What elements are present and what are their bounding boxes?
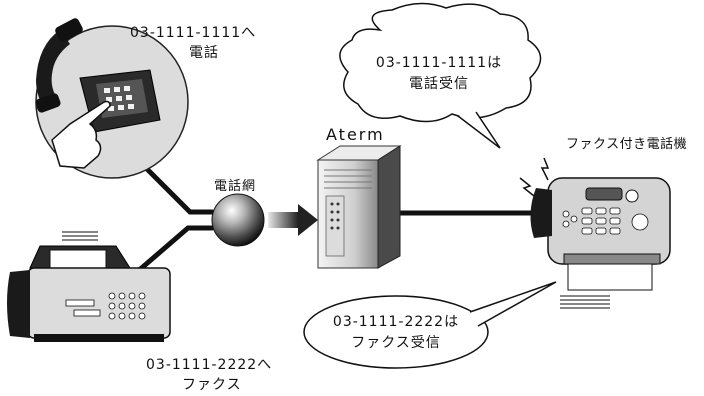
telephone-handset-icon — [35, 18, 83, 113]
phone-reception-bubble — [339, 2, 542, 149]
router-tower-icon — [316, 145, 402, 269]
fax-reception-bubble — [303, 281, 557, 369]
fax-to-network-line — [127, 225, 215, 281]
hand-icon — [51, 100, 111, 169]
phone-to-network-line — [127, 149, 215, 215]
connection-lines — [127, 149, 551, 281]
bubble-phone-line2: 電話受信 — [409, 76, 469, 92]
network-node — [211, 193, 265, 247]
fax-phone-icon — [530, 177, 671, 309]
fax-call-action-label: ファクス — [182, 377, 242, 393]
telephone-group — [35, 18, 189, 179]
bubble-fax-line2: ファクス受信 — [351, 335, 441, 351]
bubble-fax-line1: 03-1111-2222は — [332, 314, 460, 330]
arrow-right-icon — [268, 204, 318, 236]
phone-call-action-label: 電話 — [189, 45, 219, 61]
fax-call-number-label: 03-1111-2222へ — [146, 357, 273, 373]
fax-phone-device-label: ファクス付き電話機 — [566, 137, 688, 152]
fax-machine-icon — [7, 231, 171, 342]
network-globe-icon — [211, 193, 265, 247]
network-label: 電話網 — [214, 179, 257, 194]
phone-call-number-label: 03-1111-1111へ — [130, 25, 257, 41]
ring-lightning-icon — [519, 157, 550, 197]
telephone-body-icon — [79, 69, 161, 133]
bubble-phone-line1: 03-1111-1111は — [375, 55, 503, 71]
router-label: Aterm — [326, 125, 385, 144]
